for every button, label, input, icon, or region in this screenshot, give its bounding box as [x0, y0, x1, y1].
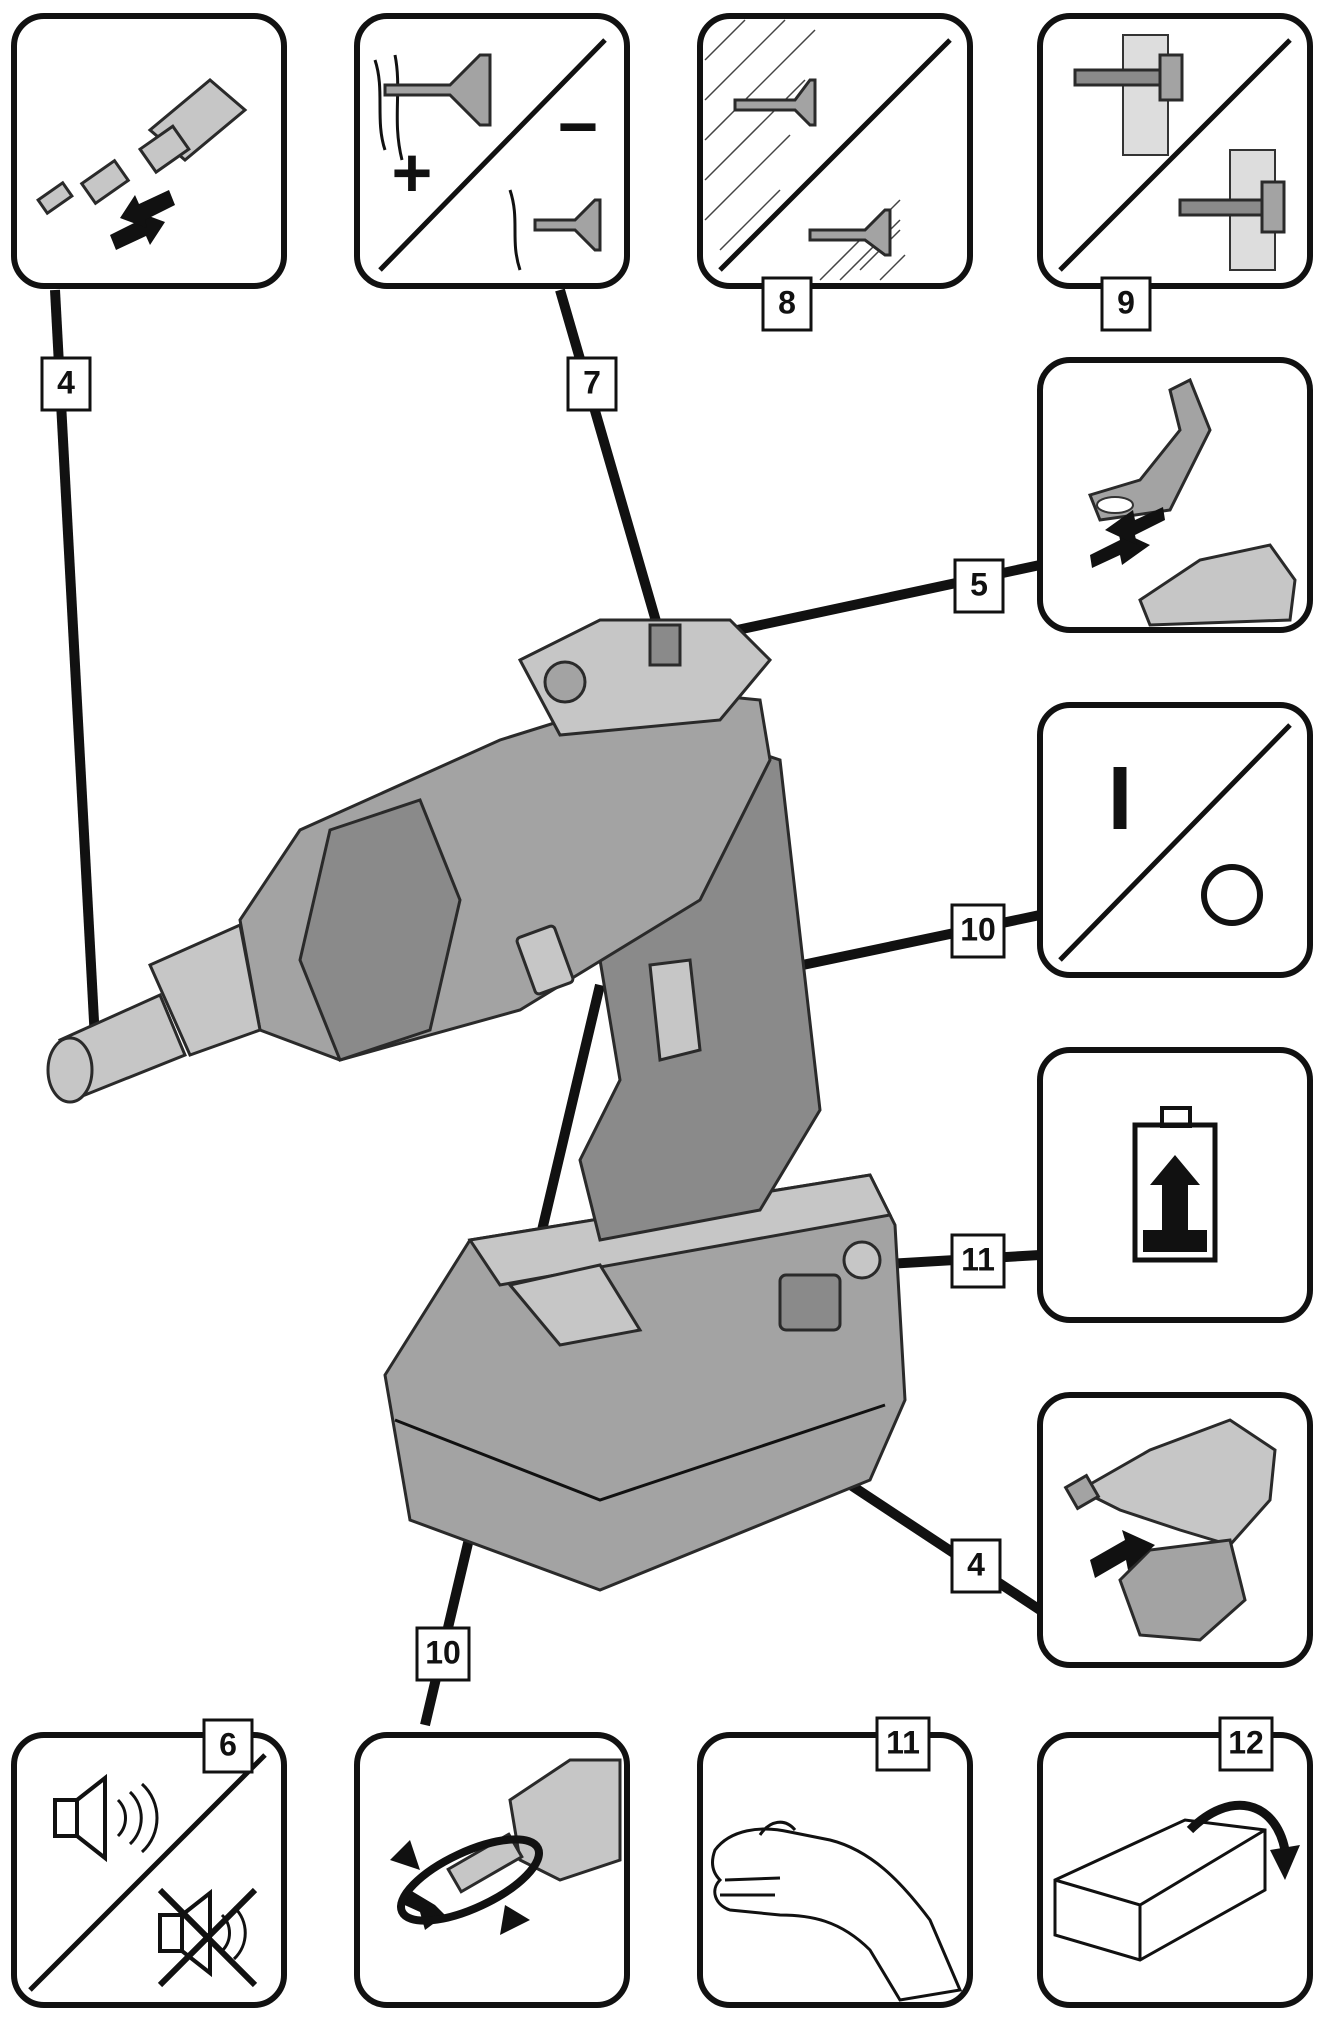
trigger-switch	[650, 960, 700, 1060]
tag-belt-clip: 5	[955, 560, 1003, 612]
tag-label: 4	[57, 364, 75, 400]
cordless-screwdriver	[48, 620, 905, 1590]
tag-label: 10	[960, 911, 996, 947]
selector-slide	[650, 625, 680, 665]
panel-packaging	[1040, 1735, 1310, 2005]
tag-label: 5	[970, 566, 988, 602]
selector-knob	[545, 662, 585, 702]
off-symbol-label: O	[0, 0, 1, 1]
panel-depth-adjust: + −	[357, 16, 627, 286]
tag-screw-a: 8	[763, 278, 811, 330]
charge-indicator-leds	[780, 1275, 840, 1330]
tag-label: 12	[1228, 1724, 1264, 1760]
bit-holder-tip	[48, 1038, 92, 1102]
tag-battery-charge: 11	[952, 1235, 1004, 1287]
charge-indicator-button	[844, 1242, 880, 1278]
tag-rotation: 10	[417, 1628, 469, 1680]
minus-symbol: −	[558, 87, 599, 165]
panel-battery-removal	[1040, 1395, 1310, 1665]
panel-frame	[700, 16, 970, 286]
panel-belt-clip	[1040, 360, 1310, 630]
tag-hand: 11	[877, 1718, 929, 1770]
panel-bit-change	[14, 16, 284, 286]
tag-battery-removal: 4	[952, 1540, 1000, 1592]
tag-label: 11	[961, 1241, 995, 1277]
tag-signal-tone: 6	[204, 1720, 252, 1772]
tag-packaging: 12	[1220, 1718, 1272, 1770]
panel-rotation-direction	[357, 1735, 627, 2005]
leader-line-7	[560, 290, 660, 635]
panel-hand	[700, 1735, 970, 2005]
panel-battery-charge	[1040, 1050, 1310, 1320]
tag-depth-stop: 7	[568, 358, 616, 410]
tag-label: 7	[583, 364, 601, 400]
on-symbol: I	[1107, 749, 1132, 849]
tag-bit-holder: 4	[42, 358, 90, 410]
panel-screw-metal	[1040, 16, 1310, 286]
tag-screw-b: 9	[1102, 278, 1150, 330]
panel-signal-tone	[14, 1735, 284, 2005]
tag-label: 4	[967, 1546, 985, 1582]
tag-label: 11	[886, 1724, 920, 1760]
tag-label: 8	[778, 284, 796, 320]
tag-label: 6	[219, 1726, 237, 1762]
tag-label: 9	[1117, 284, 1135, 320]
tag-label: 10	[425, 1634, 461, 1670]
panel-screw-wood	[700, 16, 970, 286]
tag-on-off: 10	[952, 905, 1004, 957]
plus-symbol: +	[392, 133, 433, 211]
